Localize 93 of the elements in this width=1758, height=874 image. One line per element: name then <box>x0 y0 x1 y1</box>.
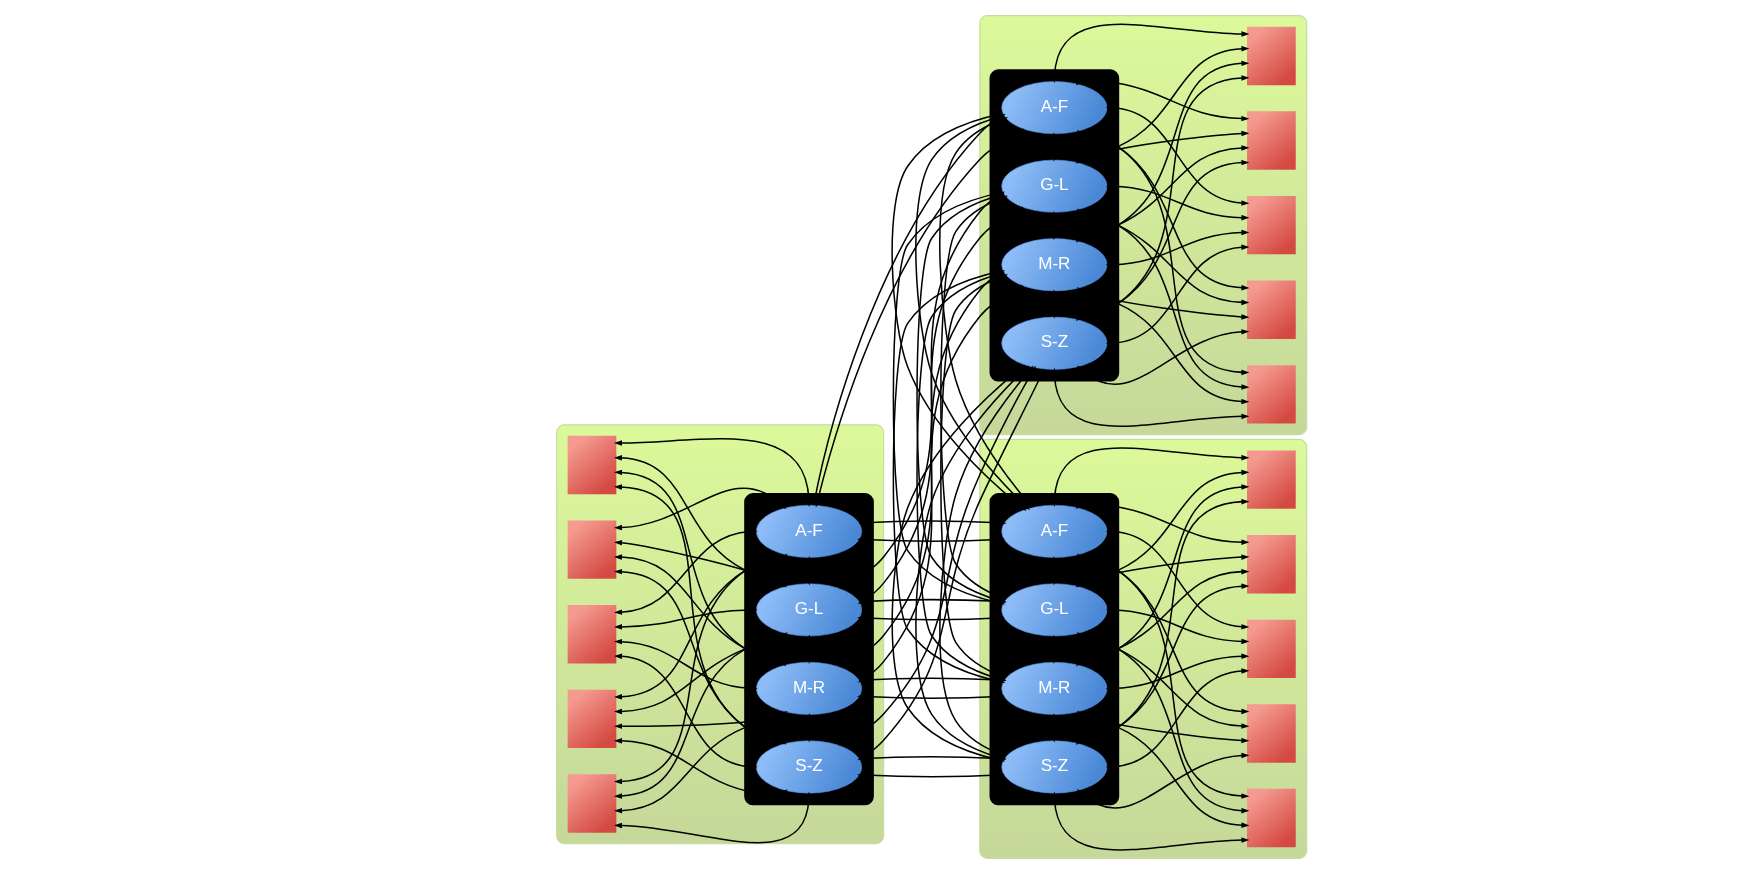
arrow <box>1052 469 1249 586</box>
arrow <box>613 638 758 692</box>
arrow <box>1051 75 1249 319</box>
arrow <box>1105 229 1249 268</box>
cluster <box>989 69 1119 382</box>
node-box <box>567 520 616 579</box>
node-box <box>1246 619 1296 679</box>
arrow <box>1076 287 1249 320</box>
arrow <box>1075 77 1249 122</box>
node-box <box>567 605 616 664</box>
arrow <box>613 607 758 630</box>
arrow <box>1052 484 1249 664</box>
node-box <box>1246 704 1296 763</box>
arrow <box>613 653 758 770</box>
arrow <box>856 536 1005 543</box>
arrow <box>613 438 812 507</box>
arrow <box>613 469 811 664</box>
node-box <box>1246 788 1296 848</box>
node-box <box>1246 535 1296 594</box>
arrow <box>1052 289 1249 405</box>
node-box <box>1246 450 1296 509</box>
arrow <box>1105 653 1249 692</box>
arrow <box>613 631 787 715</box>
arrow <box>613 568 786 745</box>
arrow <box>1052 713 1249 829</box>
arrow <box>1105 528 1249 630</box>
arrow <box>1075 568 1249 667</box>
arrow <box>1075 583 1249 745</box>
arrow <box>613 528 758 615</box>
arrow <box>613 556 810 785</box>
node-ellipse: G-L <box>755 583 862 637</box>
arrow <box>613 539 787 588</box>
arrow <box>1052 132 1249 376</box>
arrow <box>1076 632 1249 729</box>
arrow <box>1105 607 1249 645</box>
arrow <box>613 455 810 586</box>
arrow <box>1076 710 1249 744</box>
node-ellipse: A-F <box>755 504 862 558</box>
arrow <box>1051 23 1249 84</box>
arrow <box>613 553 787 700</box>
arrow <box>1051 447 1249 507</box>
node-ellipse: G-L <box>1000 583 1107 637</box>
arrow <box>1051 498 1249 743</box>
arrow <box>613 484 811 743</box>
arrow <box>1051 367 1249 427</box>
arrow <box>1075 145 1249 243</box>
arrow <box>1075 130 1249 164</box>
arrow <box>613 738 788 798</box>
node-ellipse: M-R <box>755 661 862 715</box>
cluster <box>978 15 1307 436</box>
arrow <box>1052 60 1249 240</box>
arrow <box>1052 556 1249 799</box>
cluster <box>978 438 1307 859</box>
arrow <box>613 791 812 844</box>
arrow <box>1051 791 1249 851</box>
arrow <box>1105 668 1249 770</box>
arrow <box>1076 553 1249 715</box>
arrow <box>1076 129 1249 291</box>
node-ellipse: S-Z <box>755 740 862 794</box>
arrow <box>1052 634 1249 814</box>
arrow <box>1052 45 1249 162</box>
cluster <box>743 493 874 806</box>
node-box <box>1246 26 1296 86</box>
arrow <box>1105 105 1249 206</box>
arrow <box>1076 752 1249 809</box>
arrow <box>1105 244 1249 346</box>
arrow <box>856 693 1005 700</box>
node-box <box>1246 365 1296 424</box>
arrow <box>613 487 786 531</box>
node-ellipse: M-R <box>1000 661 1107 715</box>
node-box <box>567 689 616 749</box>
node-box <box>1246 111 1296 170</box>
arrow <box>938 117 1033 509</box>
arrow <box>613 710 788 729</box>
arrow <box>1075 159 1249 322</box>
arrow <box>1105 183 1249 221</box>
arrow <box>613 634 810 799</box>
node-ellipse: S-Z <box>1000 316 1107 370</box>
arrow <box>613 713 810 814</box>
arrow <box>856 772 1005 778</box>
node-ellipse: S-Z <box>1000 740 1107 794</box>
node-box <box>1246 280 1296 339</box>
arrow <box>856 615 1005 621</box>
arrow <box>613 554 786 667</box>
arrow <box>1075 554 1249 588</box>
arrow <box>1052 210 1249 390</box>
node-box <box>567 435 616 495</box>
arrow <box>1076 208 1249 306</box>
arrow <box>1076 329 1249 385</box>
node-box <box>1246 195 1296 255</box>
node-box <box>567 774 616 833</box>
arrow <box>857 520 1006 526</box>
cluster <box>989 493 1119 806</box>
